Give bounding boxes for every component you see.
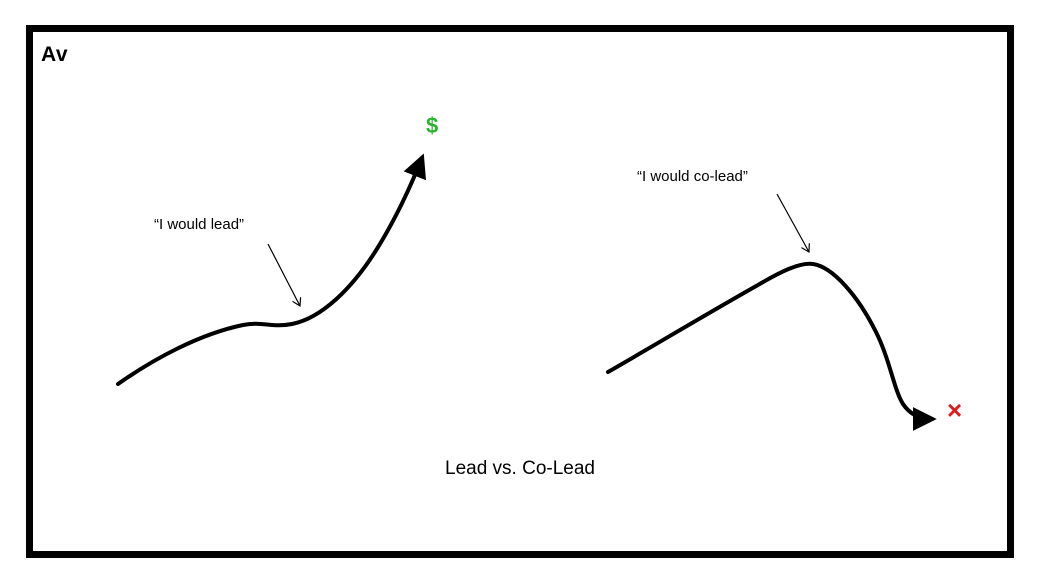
slide-caption: Lead vs. Co-Lead: [445, 458, 595, 479]
x-mark-icon: ×: [947, 395, 963, 425]
co-lead-label: “I would co-lead”: [637, 168, 748, 185]
dollar-sign-icon: $: [426, 113, 439, 138]
lead-label: “I would lead”: [154, 216, 245, 233]
brand-logo: Av: [41, 43, 69, 66]
